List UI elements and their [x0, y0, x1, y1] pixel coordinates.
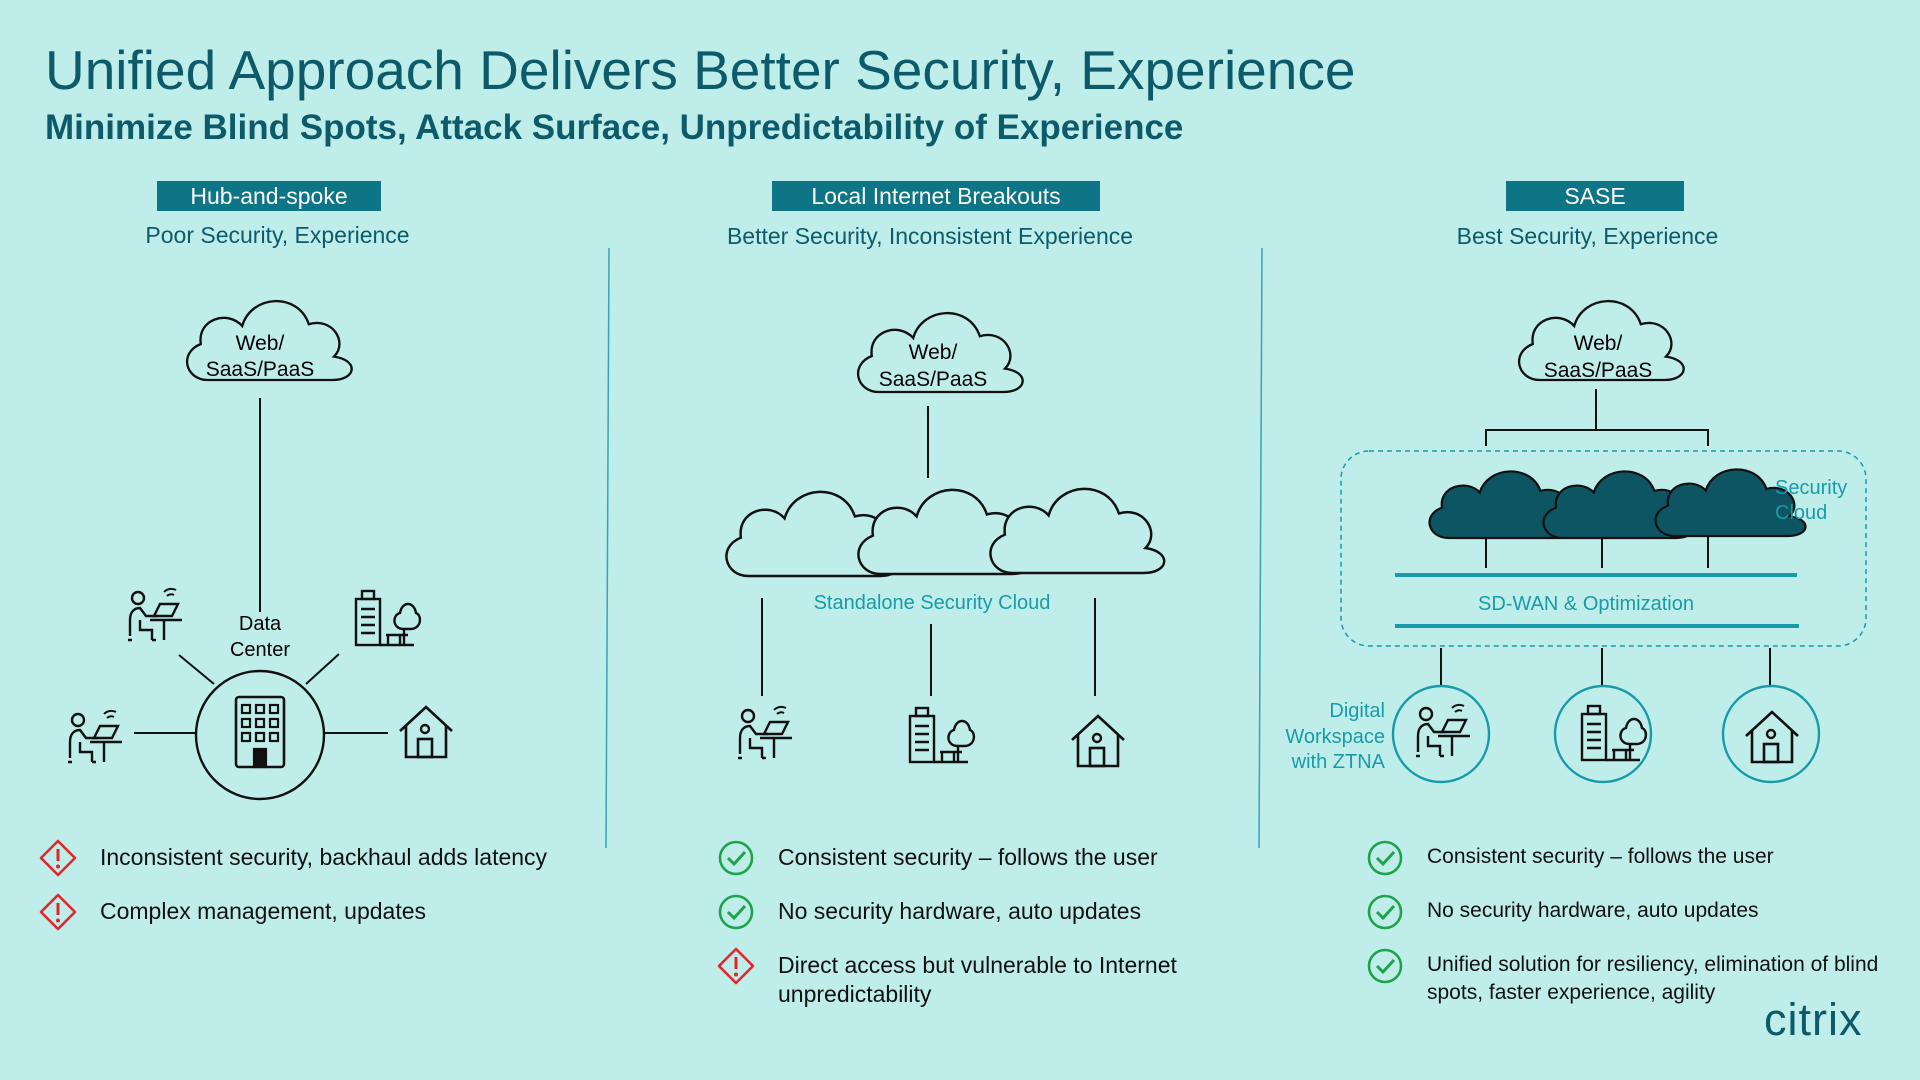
security-cloud-label-line2: Cloud — [1775, 502, 1827, 524]
hub-cloud-label-line1: Web/ — [236, 332, 285, 355]
security-cloud-clouds — [1428, 468, 1807, 540]
data-center-circle — [194, 669, 326, 801]
list-item: Unified solution for resiliency, elimina… — [1365, 948, 1915, 1007]
check-circle-icon — [1367, 894, 1403, 930]
branch-office-icon — [354, 589, 422, 647]
branch-office-icon — [908, 706, 976, 764]
workspace-label-line1: Digital — [1329, 700, 1385, 722]
tag-local-internet-breakouts: Local Internet Breakouts — [772, 181, 1100, 211]
caption-sase: Best Security, Experience — [1456, 223, 1719, 249]
citrix-logo: citrix — [1764, 994, 1863, 1045]
workspace-circle — [1391, 684, 1491, 784]
list-item: Complex management, updates — [38, 893, 598, 932]
remote-worker-icon — [66, 709, 124, 764]
check-circle-icon — [718, 894, 754, 930]
page-subtitle: Minimize Blind Spots, Attack Surface, Un… — [45, 108, 1184, 147]
list-item-text: Consistent security – follows the user — [778, 844, 1158, 870]
list-item: No security hardware, auto updates — [1365, 894, 1915, 932]
warning-icon — [39, 839, 77, 877]
check-circle-icon — [1367, 948, 1403, 984]
list-item: No security hardware, auto updates — [716, 894, 1236, 932]
sd-wan-label: SD-WAN & Optimization — [1478, 593, 1694, 615]
caption-local-internet-breakouts: Better Security, Inconsistent Experience — [726, 223, 1134, 249]
column-divider — [1258, 247, 1263, 849]
caption-hub-and-spoke: Poor Security, Experience — [145, 222, 410, 248]
lib-cloud-label-line2: SaaS/PaaS — [879, 368, 988, 391]
lib-cloud-label-line1: Web/ — [909, 341, 958, 364]
branch-circle — [1553, 684, 1653, 784]
security-cloud-boundary — [1340, 450, 1867, 647]
branch-office-icon — [1580, 704, 1648, 762]
workspace-label-line2: Workspace — [1285, 726, 1385, 748]
home-icon — [1070, 714, 1126, 768]
check-circle-icon — [1367, 840, 1403, 876]
list-item-text: Consistent security – follows the user — [1427, 845, 1774, 868]
list-item: Inconsistent security, backhaul adds lat… — [38, 839, 598, 878]
hub-web-saas-cloud: Web/ SaaS/PaaS — [185, 299, 353, 382]
tag-sase: SASE — [1506, 181, 1684, 211]
sase-cloud-label-line2: SaaS/PaaS — [1544, 359, 1653, 382]
column-divider — [605, 247, 610, 849]
home-circle — [1721, 684, 1821, 784]
home-icon — [1744, 710, 1800, 764]
list-item-text: Unified solution for resiliency, elimina… — [1427, 953, 1879, 1004]
list-item: Consistent security – follows the user — [716, 840, 1236, 878]
sase-cloud-label-line1: Web/ — [1574, 332, 1623, 355]
list-item-text: No security hardware, auto updates — [1427, 899, 1759, 922]
list-item-text: Complex management, updates — [100, 898, 427, 924]
data-center-label-line1: Data — [239, 613, 282, 635]
remote-worker-icon — [736, 705, 794, 760]
workspace-label-line3: with ZTNA — [1291, 751, 1386, 773]
standalone-security-cloud-label: Standalone Security Cloud — [814, 592, 1051, 614]
check-circle-icon — [718, 840, 754, 876]
remote-worker-icon — [126, 587, 184, 642]
remote-worker-icon — [1414, 703, 1472, 758]
list-item: Consistent security – follows the user — [1365, 840, 1915, 878]
warning-icon — [39, 893, 77, 931]
data-center-building-icon — [234, 695, 286, 769]
page-title: Unified Approach Delivers Better Securit… — [45, 39, 1356, 101]
lib-web-saas-cloud: Web/ SaaS/PaaS — [856, 311, 1024, 394]
list-item-text: Inconsistent security, backhaul adds lat… — [100, 844, 548, 870]
data-center-label-line2: Center — [230, 639, 290, 661]
sase-web-saas-cloud: Web/ SaaS/PaaS — [1517, 299, 1685, 382]
standalone-security-clouds — [725, 487, 1166, 578]
tag-hub-and-spoke: Hub-and-spoke — [157, 181, 381, 211]
hub-cloud-label-line2: SaaS/PaaS — [206, 358, 315, 381]
list-item-text: Direct access but vulnerable to Internet… — [778, 952, 1177, 1007]
list-item: Direct access but vulnerable to Internet… — [716, 947, 1236, 1009]
warning-icon — [717, 947, 755, 985]
security-cloud-label-line1: Security — [1775, 477, 1847, 499]
list-item-text: No security hardware, auto updates — [778, 898, 1142, 924]
home-icon — [398, 705, 454, 759]
